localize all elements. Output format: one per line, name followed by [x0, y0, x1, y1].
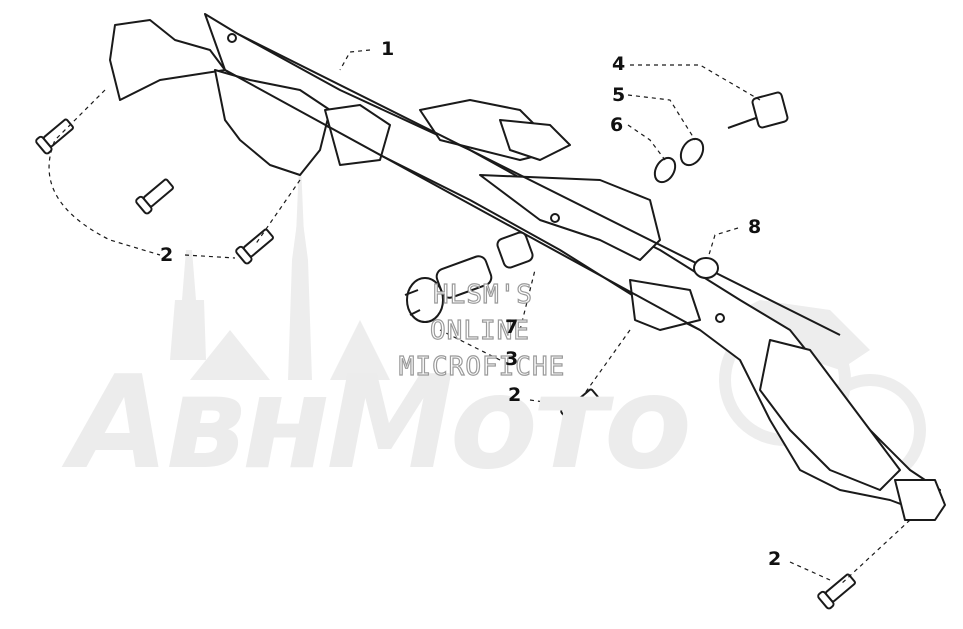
cap-part-8 [693, 257, 719, 279]
callout-8: 8 [748, 216, 762, 238]
watermark-line-1: HLSM'S [432, 280, 533, 310]
screw-part-2 [35, 118, 856, 610]
ignition-switch-part-3 [404, 255, 493, 323]
callout-3: 3 [505, 348, 519, 370]
key-part-4 [727, 91, 789, 129]
watermark-line-2: ONLINE [429, 316, 530, 346]
callout-7: 7 [505, 316, 519, 338]
callout-4: 4 [612, 53, 626, 75]
callout-2: 2 [508, 384, 522, 406]
key-cylinder-part-7 [496, 231, 534, 269]
leader-lines [48, 49, 911, 586]
callout-5: 5 [612, 84, 626, 106]
callout-1: 1 [381, 38, 395, 60]
washer-part-5 [679, 137, 705, 167]
nut-part-6 [653, 156, 677, 184]
watermark-logo: АвнМото [70, 349, 692, 498]
callout-6: 6 [610, 114, 624, 136]
callout-2: 2 [160, 244, 174, 266]
console-part-1 [109, 13, 946, 521]
watermark-line-3: MICROFICHE [398, 352, 566, 382]
callout-2: 2 [768, 548, 782, 570]
